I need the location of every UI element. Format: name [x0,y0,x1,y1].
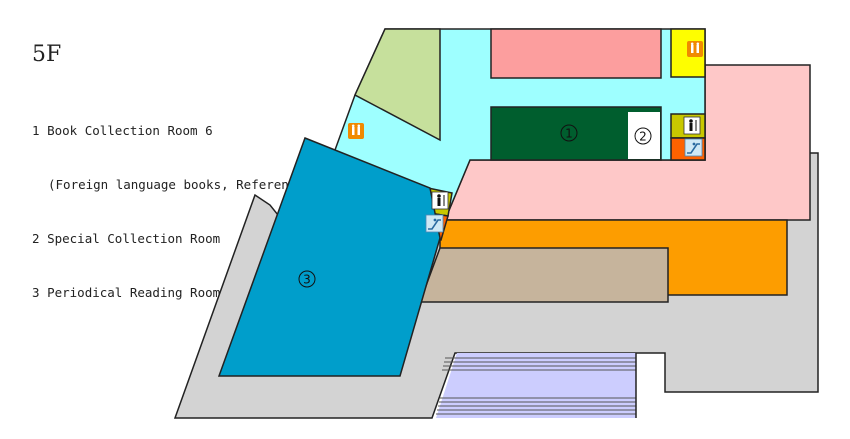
escalator-icon [684,138,703,157]
svg-text:1: 1 [565,127,573,141]
stair-treads [436,357,636,415]
escalator-icon [425,214,444,233]
room-2-special-collection[interactable] [628,112,660,159]
legend-item-2: 2 Special Collection Room [32,231,221,246]
legend-item-1: 1 Book Collection Room 6 [32,123,213,138]
area-tan[interactable] [418,247,669,303]
floor-title: 5F [32,42,62,67]
svg-text:3: 3 [303,273,311,287]
staircase [436,353,636,418]
legend-item-3: 3 Periodical Reading Room [32,285,221,300]
marker-3[interactable]: 3 [298,270,316,288]
elevator-icon [431,191,449,210]
area-light-green[interactable] [354,28,441,142]
room-3-periodical-reading[interactable] [217,137,441,377]
marker-2[interactable]: 2 [634,127,652,145]
restroom-icon [348,123,364,139]
room-legend: 1 Book Collection Room 6 (Foreign langua… [32,86,357,320]
restroom-icon [687,41,703,57]
marker-1[interactable]: 1 [560,124,578,142]
svg-text:2: 2 [639,130,647,144]
elevator-icon [683,116,701,135]
area-pink-top[interactable] [490,28,662,79]
